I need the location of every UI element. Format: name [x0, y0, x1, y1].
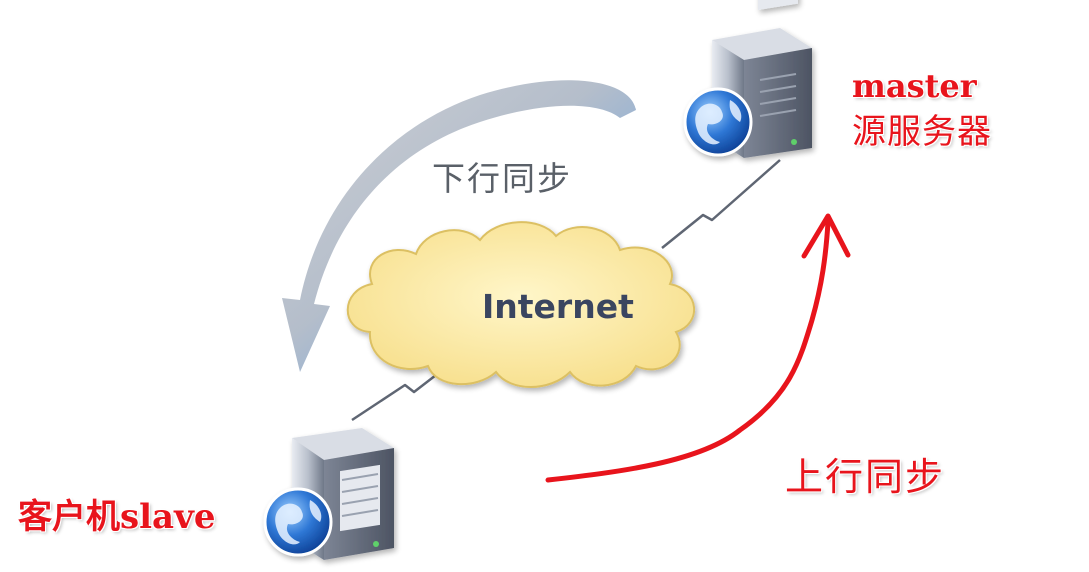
download-sync-label: 下行同步	[432, 159, 572, 198]
master-server	[683, 0, 812, 158]
cloud-shape	[346, 221, 695, 388]
curved-arrow-icon	[801, 213, 851, 259]
upload-sync-label: 上行同步	[785, 455, 946, 499]
master-description-label: 源服务器	[852, 112, 992, 152]
slave-server	[263, 428, 394, 560]
curved-arrow-icon	[545, 219, 831, 483]
slave-label: 客户机slave	[18, 497, 216, 537]
globe-icon	[683, 87, 753, 157]
master-name-label: master	[852, 67, 977, 105]
lightning-link-icon	[661, 159, 781, 249]
internet-label: Internet	[482, 287, 634, 326]
globe-icon	[263, 487, 333, 557]
